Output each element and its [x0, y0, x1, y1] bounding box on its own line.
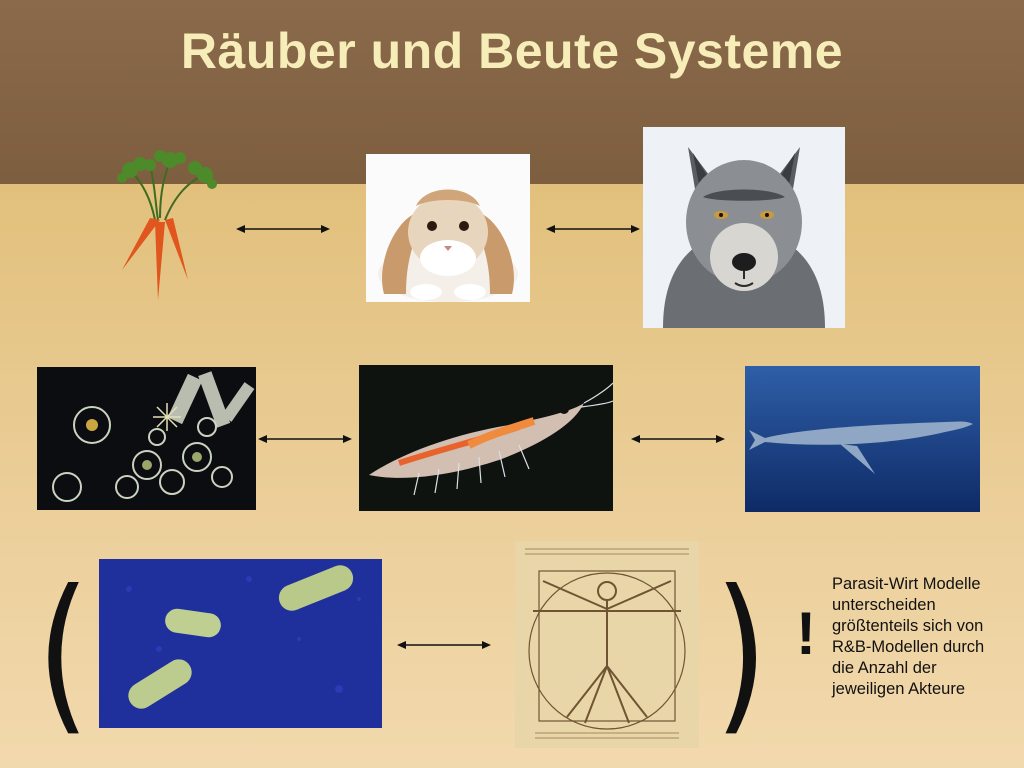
note-line: R&B-Modellen durch — [832, 637, 985, 656]
slide-title: Räuber und Beute Systeme — [180, 23, 844, 79]
carrot-image — [110, 150, 220, 305]
double-arrow-krill-whale — [631, 432, 725, 444]
wolf-image — [643, 127, 845, 328]
note-line: größtenteils sich von — [832, 616, 984, 635]
rabbit-image — [366, 154, 530, 302]
krill-image — [359, 365, 613, 511]
close-parenthesis: ) — [714, 554, 768, 752]
bacteria-image — [99, 559, 382, 728]
open-parenthesis: ( — [36, 554, 90, 752]
note-line: jeweiligen Akteure — [832, 679, 965, 698]
note-line: unterscheiden — [832, 595, 936, 614]
exclamation-mark: ! — [796, 600, 816, 667]
parasite-host-note: Parasit-Wirt Modelle unterscheiden größt… — [832, 574, 1022, 700]
note-line: die Anzahl der — [832, 658, 937, 677]
plankton-image — [37, 367, 256, 510]
double-arrow-plankton-krill — [258, 432, 352, 444]
vitruvian-man-image — [515, 541, 699, 748]
whale-image — [745, 366, 980, 512]
double-arrow-bacteria-human — [397, 638, 491, 650]
double-arrow-rabbit-wolf — [546, 222, 640, 234]
double-arrow-carrot-rabbit — [236, 222, 330, 234]
note-line: Parasit-Wirt Modelle — [832, 575, 981, 593]
